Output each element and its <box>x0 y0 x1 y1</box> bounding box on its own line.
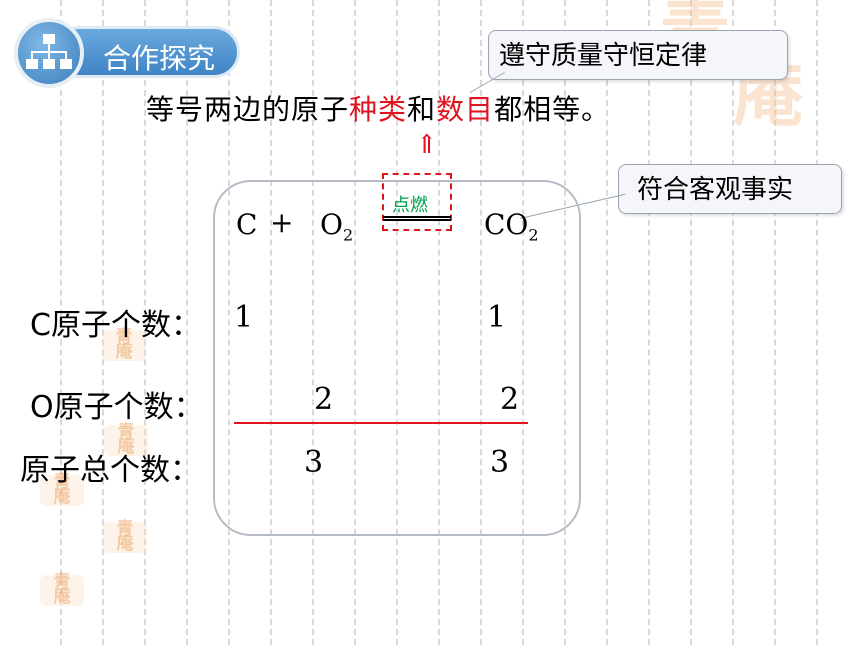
row-value-left: 3 <box>304 445 324 480</box>
section-badge: 合作探究 <box>14 18 242 88</box>
network-icon <box>14 18 84 88</box>
callout-text: 符合客观事实 <box>637 175 794 205</box>
decorative-seal: 青庵 <box>40 574 84 606</box>
reaction-condition: 点燃 <box>392 195 428 216</box>
callout-objective-fact: 符合客观事实 <box>618 164 842 214</box>
badge-label: 合作探究 <box>103 42 216 75</box>
row-label-total: 原子总个数： <box>20 453 200 488</box>
up-arrow-icon: ⇑ <box>416 130 438 160</box>
decorative-seal: 青庵 <box>102 329 146 361</box>
row-label-oxygen: O原子个数： <box>30 390 204 425</box>
reactant-oxygen: O2 <box>320 208 354 245</box>
row-value-right: 3 <box>490 445 510 480</box>
heading-text: 等号两边的原子 <box>146 93 350 126</box>
callout-mass-conservation: 遵守质量守恒定律 <box>488 30 788 80</box>
heading-text: 都相等。 <box>494 93 611 126</box>
heading-highlight-count: 数目 <box>436 93 495 126</box>
equation-panel <box>213 180 581 536</box>
decorative-seal: 青庵 <box>103 521 147 553</box>
badge-pill: 合作探究 <box>54 26 240 78</box>
condition-highlight-box <box>382 173 452 231</box>
row-value-right: 1 <box>487 300 507 335</box>
callout-text: 遵守质量守恒定律 <box>499 41 708 71</box>
row-value-left: 1 <box>234 300 254 335</box>
row-value-left: 2 <box>314 382 334 417</box>
row-label-carbon: C原子个数： <box>30 308 201 343</box>
row-value-right: 2 <box>500 382 520 417</box>
product-co2: CO2 <box>484 208 539 245</box>
plus-sign: + <box>270 206 294 239</box>
decorative-seal: 青庵 <box>40 474 84 506</box>
reactant-carbon: C <box>236 208 258 241</box>
sum-divider <box>234 422 528 424</box>
heading-highlight-type: 种类 <box>349 93 408 126</box>
decorative-seal: 青庵 <box>104 424 148 456</box>
conclusion-heading: 等号两边的原子种类和数目都相等。 <box>146 88 610 128</box>
heading-text: 和 <box>407 93 437 126</box>
reaction-equals-sign <box>383 216 451 221</box>
